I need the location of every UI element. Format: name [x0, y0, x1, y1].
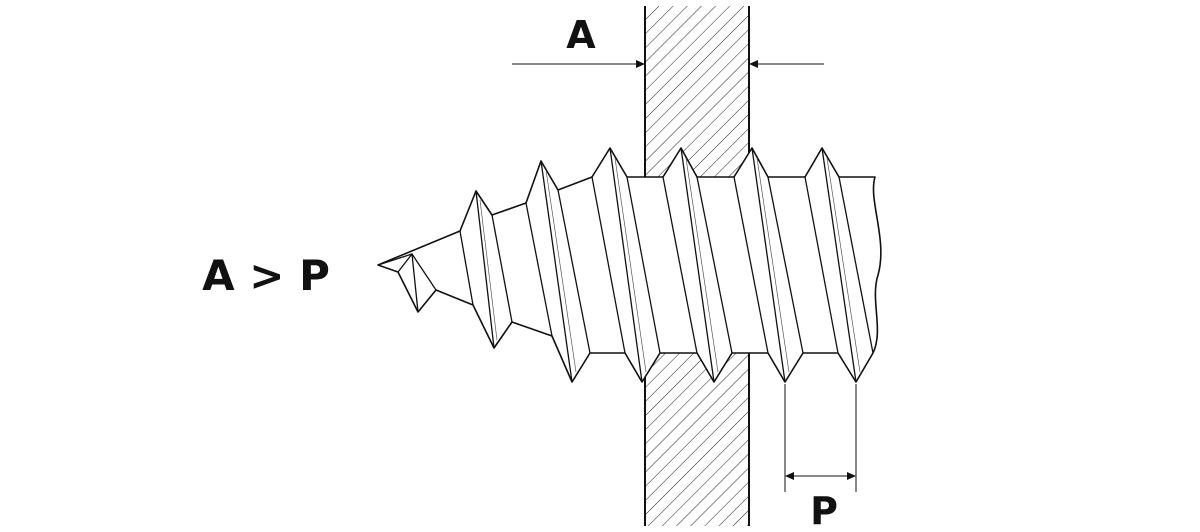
- dimension-p: P: [784, 384, 857, 532]
- crest-shading: [479, 157, 861, 373]
- thread-flanks: [459, 147, 874, 383]
- screw-tip: [377, 252, 437, 313]
- dimension-a: A: [512, 13, 824, 68]
- label-p: P: [810, 489, 838, 532]
- relation-label: A > P: [202, 251, 330, 300]
- screw: [377, 147, 882, 383]
- label-a: A: [566, 13, 596, 57]
- screw-body: [377, 147, 882, 383]
